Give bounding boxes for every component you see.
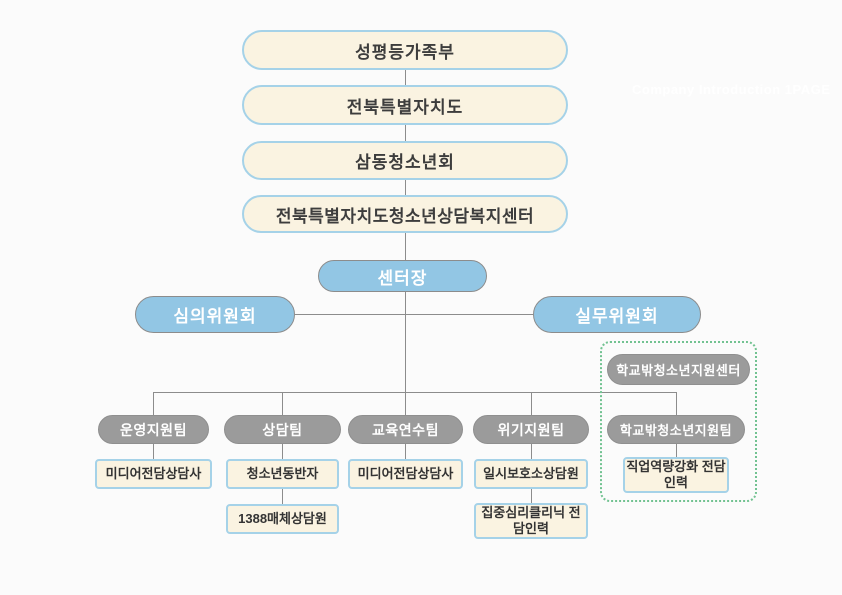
subunit-vocational-capacity: 직업역량강화 전담인력 [623,457,729,493]
connector-line [531,489,532,503]
subunit-youth-companion: 청소년동반자 [226,459,339,489]
connector-line [531,444,532,459]
connector-line [282,444,283,459]
connector-line [295,314,533,315]
hierarchy-box-counseling-center: 전북특별자치도청소년상담복지센터 [242,195,568,233]
team-crisis-support: 위기지원팀 [473,415,589,444]
connector-line [282,489,283,504]
subunit-temporary-shelter-counselor: 일시보호소상담원 [474,459,588,489]
connector-line [282,392,283,415]
connector-line [405,125,406,141]
subunit-intensive-psych-clinic: 집중심리클리닉 전담인력 [474,503,588,539]
director-node: 센터장 [318,260,487,292]
connector-line [153,392,677,393]
connector-line [531,392,532,415]
committee-left: 심의위원회 [135,296,295,333]
connector-line [405,70,406,85]
outside-school-group-outline [600,341,757,502]
team-operation-support: 운영지원팀 [98,415,209,444]
subunit-1388-media-counselor: 1388매체상담원 [226,504,339,534]
connector-line [405,392,406,415]
subunit-media-counselor-1: 미디어전담상담사 [95,459,212,489]
connector-line [405,180,406,195]
subunit-media-counselor-2: 미디어전담상담사 [348,459,463,489]
hierarchy-box-province: 전북특별자치도 [242,85,568,125]
connector-line [676,392,677,415]
connector-line [676,444,677,457]
connector-line [153,392,154,415]
committee-right: 실무위원회 [533,296,701,333]
connector-line [405,233,406,260]
hierarchy-box-youth-association: 삼동청소년회 [242,141,568,180]
team-counseling: 상담팀 [224,415,341,444]
team-education-training: 교육연수팀 [348,415,463,444]
connector-line [153,444,154,459]
connector-line [405,292,406,392]
hierarchy-box-ministry: 성평등가족부 [242,30,568,70]
team-outside-school-support: 학교밖청소년지원팀 [607,415,745,444]
outside-school-center: 학교밖청소년지원센터 [607,354,750,385]
connector-line [405,444,406,459]
watermark-text: Company Introduction 1PAGE [632,82,831,97]
